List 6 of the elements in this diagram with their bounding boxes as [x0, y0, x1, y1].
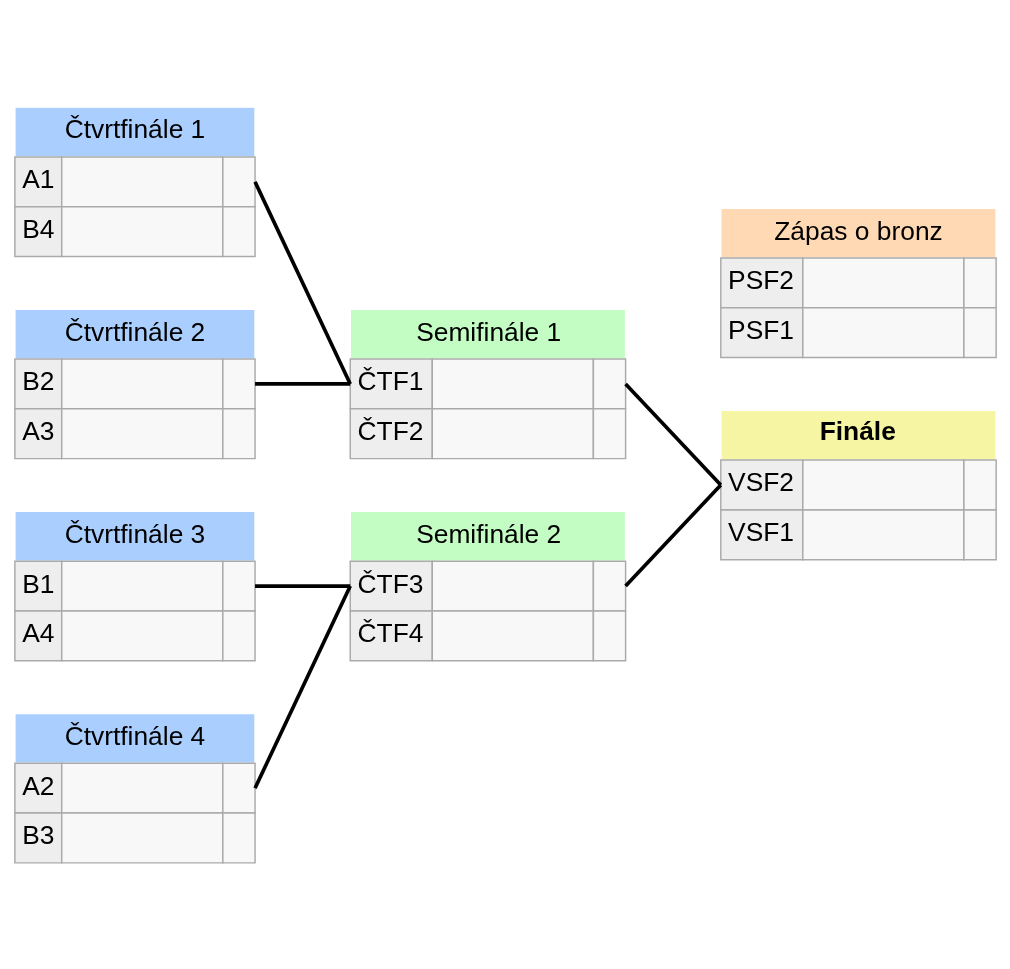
connector — [254, 381, 350, 386]
connector — [252, 584, 352, 789]
connector — [254, 583, 350, 588]
connector — [623, 483, 722, 587]
connector — [252, 180, 352, 385]
connector — [623, 382, 722, 486]
